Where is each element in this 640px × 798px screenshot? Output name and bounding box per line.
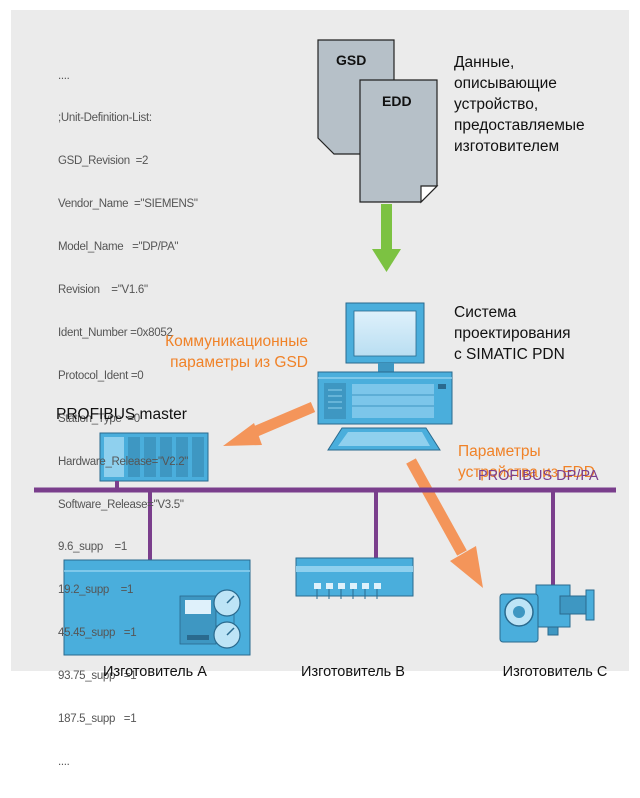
code-line: Revision ="V1.6" bbox=[58, 284, 148, 297]
engineering-system-line: проектирования bbox=[454, 325, 571, 342]
device-data-label: Данные, описывающие устройство, предоста… bbox=[454, 52, 585, 157]
device-data-line: предоставляемые bbox=[454, 117, 585, 134]
code-line: .... bbox=[58, 69, 70, 82]
device-data-line: Данные, bbox=[454, 54, 515, 71]
bus-label: PROFIBUS DP/PA bbox=[478, 468, 599, 484]
manufacturer-c-label: Изготовитель C bbox=[502, 664, 608, 680]
orange-arrow-to-device-c bbox=[406, 458, 483, 588]
pc-monitor-icon bbox=[345, 302, 425, 372]
comm-params-line: Коммуникационные bbox=[165, 333, 308, 350]
device-data-line: изготовителем bbox=[454, 138, 560, 155]
engineering-system-line: Система bbox=[454, 304, 517, 321]
edd-document-icon bbox=[359, 79, 439, 204]
manufacturer-a-label: Изготовитель A bbox=[103, 664, 207, 680]
comm-params-line: параметры из GSD bbox=[170, 354, 308, 371]
code-line: Model_Name ="DP/PA" bbox=[58, 241, 179, 254]
code-line: Protocol_Ident =0 bbox=[58, 369, 144, 382]
code-line: Ident_Number =0x8052 bbox=[58, 326, 173, 339]
device-b-icon bbox=[295, 557, 414, 599]
diagram: .... ;Unit-Definition-List: GSD_Revision… bbox=[11, 10, 629, 768]
diagram-artwork bbox=[34, 39, 616, 656]
engineering-system-line: с SIMATIC PDN bbox=[454, 346, 565, 363]
code-line: .... bbox=[58, 755, 70, 768]
comm-params-label: Коммуникационные параметры из GSD bbox=[114, 331, 308, 373]
device-data-line: описывающие bbox=[454, 75, 557, 92]
device-a-icon bbox=[63, 559, 251, 656]
master-label: PROFIBUS master bbox=[56, 406, 187, 423]
code-line: 9.6_supp =1 bbox=[58, 541, 128, 554]
code-line: Station_Type =0 bbox=[58, 412, 140, 425]
keyboard-icon bbox=[327, 427, 441, 451]
code-line: Software_Release="V3.5" bbox=[58, 498, 184, 511]
device-params-line: Параметры bbox=[458, 443, 541, 460]
manufacturer-b-label: Изготовитель B bbox=[301, 664, 405, 680]
code-line: ;Unit-Definition-List: bbox=[58, 112, 152, 125]
pc-tower-icon bbox=[317, 371, 453, 425]
engineering-system-label: Система проектирования с SIMATIC PDN bbox=[454, 302, 571, 365]
device-c-icon bbox=[499, 584, 595, 643]
orange-arrow-to-master bbox=[223, 401, 316, 446]
code-line: Hardware_Release="V2.2" bbox=[58, 455, 189, 468]
profibus-line bbox=[34, 481, 616, 585]
code-line: 93.75_supp =1 bbox=[58, 670, 137, 683]
device-params-line: устройства из EDD bbox=[458, 464, 595, 481]
code-line: 19.2_supp =1 bbox=[58, 584, 134, 597]
plc-master-icon bbox=[99, 432, 209, 482]
code-line: Vendor_Name ="SIEMENS" bbox=[58, 198, 198, 211]
device-params-label: Параметры устройства из EDD bbox=[458, 441, 595, 483]
code-line: 187.5_supp =1 bbox=[58, 712, 137, 725]
gsd-document-label: GSD bbox=[336, 52, 367, 68]
edd-document-label: EDD bbox=[382, 93, 412, 109]
device-data-line: устройство, bbox=[454, 96, 539, 113]
green-arrow bbox=[372, 204, 401, 272]
code-line: 45.45_supp =1 bbox=[58, 627, 137, 640]
code-line: GSD_Revision =2 bbox=[58, 155, 149, 168]
